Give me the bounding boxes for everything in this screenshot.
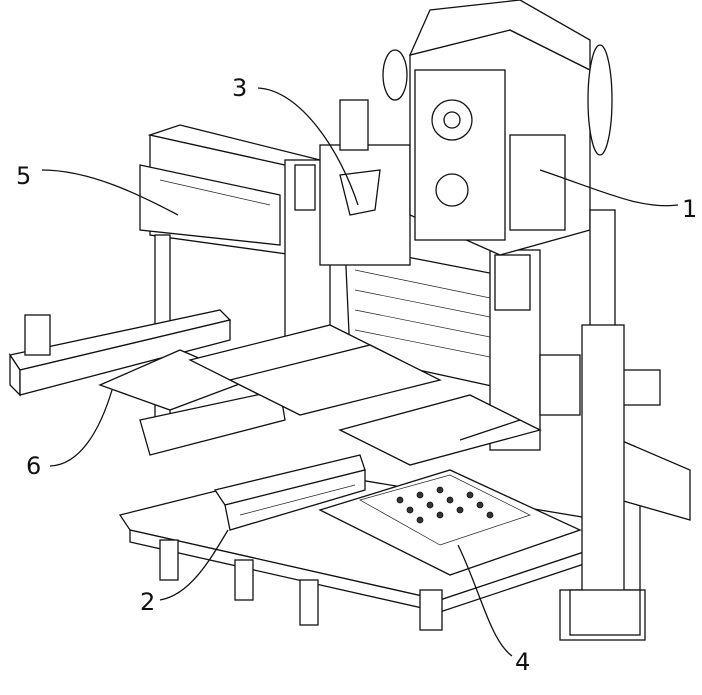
label-4: 4 [515,648,530,676]
main-housing [383,0,612,255]
label-1: 1 [682,195,697,223]
label-6: 6 [26,452,41,480]
label-3: 3 [232,74,247,102]
label-5: 5 [16,162,31,190]
label-2: 2 [140,588,155,616]
